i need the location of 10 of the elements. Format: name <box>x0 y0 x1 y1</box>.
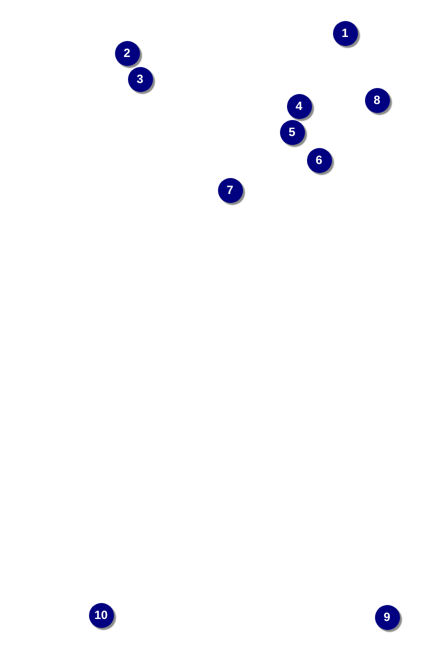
callout-number: 5 <box>280 120 304 144</box>
callout-number: 6 <box>306 148 332 172</box>
callout-number: 3 <box>128 66 152 92</box>
callout-number: 4 <box>286 94 312 118</box>
callout-number: 7 <box>218 178 242 202</box>
callout-number: 8 <box>364 88 390 112</box>
callout-number: 1 <box>332 20 358 46</box>
callout-number: 2 <box>114 40 140 66</box>
callout-number: 9 <box>374 604 400 630</box>
callout-number: 10 <box>88 602 114 628</box>
